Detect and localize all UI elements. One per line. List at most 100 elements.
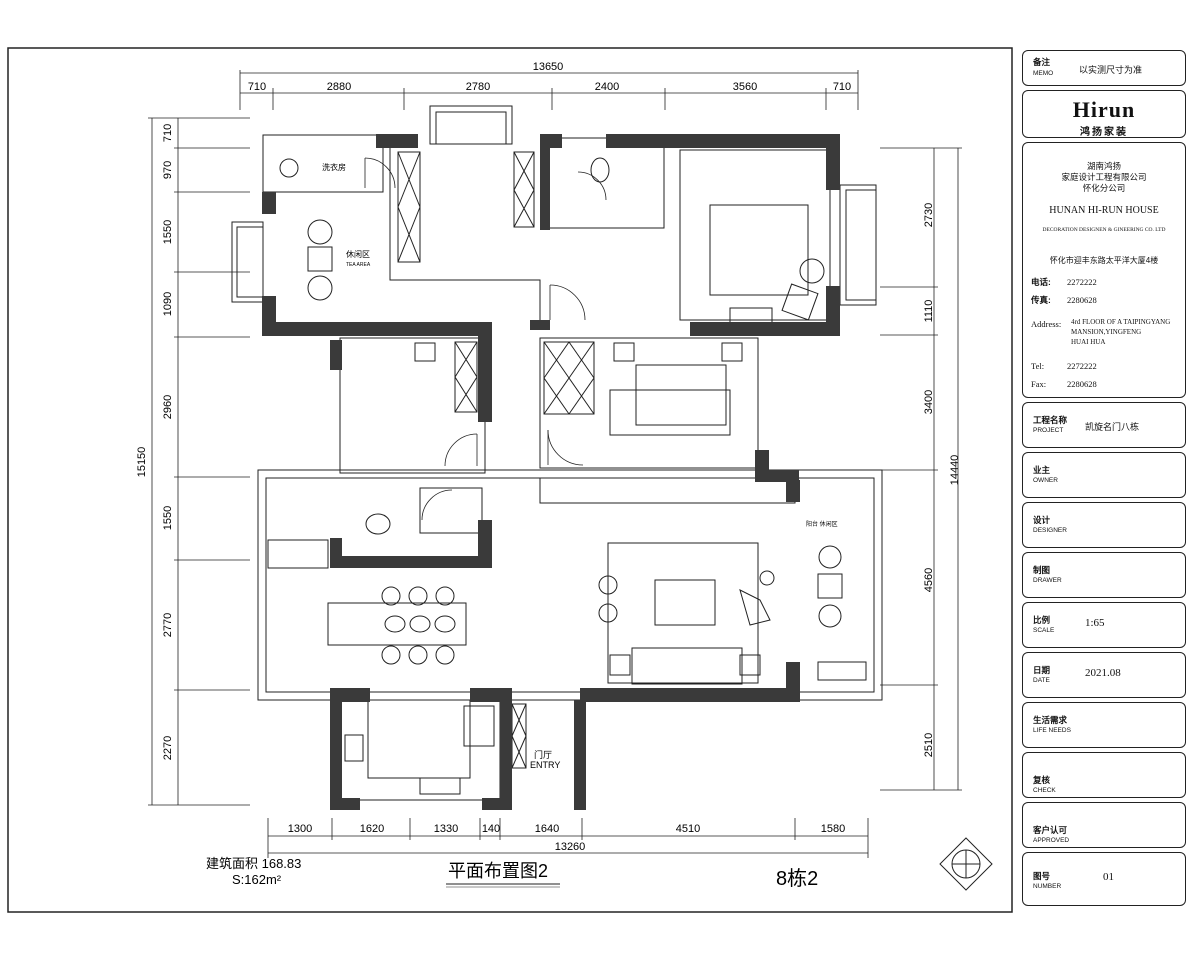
room-tea-en: TEA AREA: [346, 262, 371, 268]
dim-top-5: 710: [833, 81, 851, 93]
fax-en-label: Fax:: [1031, 379, 1047, 389]
project-label-en: PROJECT: [1033, 427, 1064, 434]
brand-logo-sub: 鸿扬家装: [1080, 127, 1128, 138]
owner-label-zh: 业主: [1033, 465, 1051, 475]
drawer-label-en: DRAWER: [1033, 577, 1062, 584]
check-cell: 复核 CHECK: [1022, 752, 1186, 798]
owner-label-en: OWNER: [1033, 477, 1058, 484]
dim-left-3: 1090: [162, 292, 174, 316]
dim-top-total: 13650: [533, 61, 564, 73]
life-needs-cell: 生活需求 LIFE NEEDS: [1022, 702, 1186, 748]
company-name-en-2: DECORATION DESIGNEN & GINEERING CO. LTD: [1042, 227, 1166, 233]
room-laundry: 洗衣房: [322, 162, 346, 172]
dim-left-0: 710: [162, 124, 174, 142]
scale-cell: 比例 SCALE 1:65: [1022, 602, 1186, 648]
number-label-zh: 图号: [1033, 871, 1051, 881]
dim-bottom-6: 1580: [821, 823, 845, 835]
memo-label-zh: 备注: [1033, 57, 1051, 67]
dim-bottom-total: 13260: [555, 841, 586, 853]
dim-bottom-2: 1330: [434, 823, 458, 835]
room-balcony: 阳台 休闲区: [806, 520, 838, 528]
walls: [262, 134, 840, 810]
dim-right-2: 3400: [923, 390, 935, 414]
number-label-en: NUMBER: [1033, 883, 1062, 890]
bottom-dimensions: [267, 818, 869, 858]
address-en-label: Address:: [1031, 319, 1062, 329]
company-name-zh-1: 湖南鸿扬: [1086, 161, 1121, 171]
dim-bottom-4: 1640: [535, 823, 559, 835]
dim-top-1: 2880: [327, 81, 351, 93]
building-label: 8栋2: [776, 867, 818, 890]
area-label: 建筑面积 168.83: [206, 856, 301, 871]
tel-en: 2272222: [1067, 361, 1097, 371]
address-zh: 怀化市迎丰东路太平洋大厦4楼: [1049, 256, 1159, 265]
dim-left-2: 1550: [162, 220, 174, 244]
company-name-zh-2: 家庭设计工程有限公司: [1061, 172, 1147, 182]
drawer-cell: 制图 DRAWER: [1022, 552, 1186, 598]
company-name-zh-3: 怀化分公司: [1082, 183, 1126, 193]
drawer-label-zh: 制图: [1033, 565, 1051, 575]
left-dimensions: [148, 117, 250, 806]
designer-label-zh: 设计: [1033, 515, 1051, 525]
check-label-zh: 复核: [1033, 775, 1051, 785]
address-en-3: HUAI HUA: [1071, 338, 1106, 346]
memo-value: 以实测尺寸为准: [1079, 65, 1143, 75]
company-cell: 湖南鸿扬 家庭设计工程有限公司 怀化分公司 HUNAN HI-RUN HOUSE…: [1022, 142, 1186, 398]
dim-right-4: 2510: [923, 733, 935, 757]
entry-en: ENTRY: [530, 760, 560, 770]
tel-en-label: Tel:: [1031, 361, 1045, 371]
project-label-zh: 工程名称: [1033, 415, 1068, 425]
date-label-zh: 日期: [1033, 665, 1051, 675]
logo-cell: Hirun 鸿扬家装: [1022, 90, 1186, 138]
right-dimensions: [880, 147, 962, 791]
owner-cell: 业主 OWNER: [1022, 452, 1186, 498]
dim-left-6: 2770: [162, 613, 174, 637]
brand-logo: Hirun: [1072, 97, 1136, 122]
dim-left-4: 2960: [162, 395, 174, 419]
title-block: 备注 MEMO 以实测尺寸为准 Hirun 鸿扬家装 湖南鸿扬 家庭设计工程有限…: [1018, 48, 1192, 912]
tel-zh-label: 电话:: [1031, 277, 1051, 287]
date-value: 2021.08: [1085, 667, 1121, 679]
memo-label-en: MEMO: [1033, 70, 1054, 77]
dim-right-3: 4560: [923, 568, 935, 592]
dim-top-2: 2780: [466, 81, 490, 93]
dim-left-total: 15150: [136, 447, 148, 478]
number-value: 01: [1103, 871, 1114, 883]
date-label-en: DATE: [1033, 677, 1050, 684]
address-en-1: 4rd FLOOR OF A TAIPINGYANG: [1071, 318, 1171, 326]
cabinets: [397, 151, 595, 769]
dim-bottom-0: 1300: [288, 823, 312, 835]
scale-label-zh: 比例: [1033, 615, 1051, 625]
approved-label-en: APPROVED: [1033, 837, 1070, 844]
entry-zh: 门厅: [534, 749, 552, 760]
drawing-border: [7, 47, 1013, 913]
life-needs-label-en: LIFE NEEDS: [1033, 727, 1071, 734]
life-needs-label-zh: 生活需求: [1033, 715, 1068, 725]
dim-bottom-5: 4510: [676, 823, 700, 835]
dim-bottom-1: 1620: [360, 823, 384, 835]
dim-top-3: 2400: [595, 81, 619, 93]
dim-left-7: 2270: [162, 736, 174, 760]
date-cell: 日期 DATE 2021.08: [1022, 652, 1186, 698]
dim-right-1: 1110: [923, 300, 935, 323]
dim-top-0: 710: [248, 81, 266, 93]
compass-icon: [939, 837, 993, 891]
dim-bottom-3: 140: [482, 823, 500, 835]
top-dimensions: [239, 70, 859, 110]
fax-zh-label: 传真:: [1031, 295, 1051, 305]
tel-zh: 2272222: [1067, 277, 1097, 287]
project-value: 凯旋名门八栋: [1085, 422, 1140, 432]
scale-value: 1:65: [1085, 617, 1105, 629]
furniture: [279, 157, 843, 795]
approved-cell: 客户认可 APPROVED: [1022, 802, 1186, 848]
project-cell: 工程名称 PROJECT 凯旋名门八栋: [1022, 402, 1186, 448]
dim-left-1: 970: [162, 161, 174, 179]
company-name-en-1: HUNAN HI-RUN HOUSE: [1049, 205, 1159, 216]
dim-left-5: 1550: [162, 506, 174, 530]
door-swings: [364, 157, 607, 521]
area-s: S:162m²: [232, 872, 282, 887]
fax-en: 2280628: [1067, 379, 1097, 389]
approved-label-zh: 客户认可: [1033, 825, 1068, 835]
designer-cell: 设计 DESIGNER: [1022, 502, 1186, 548]
designer-label-en: DESIGNER: [1033, 527, 1067, 534]
